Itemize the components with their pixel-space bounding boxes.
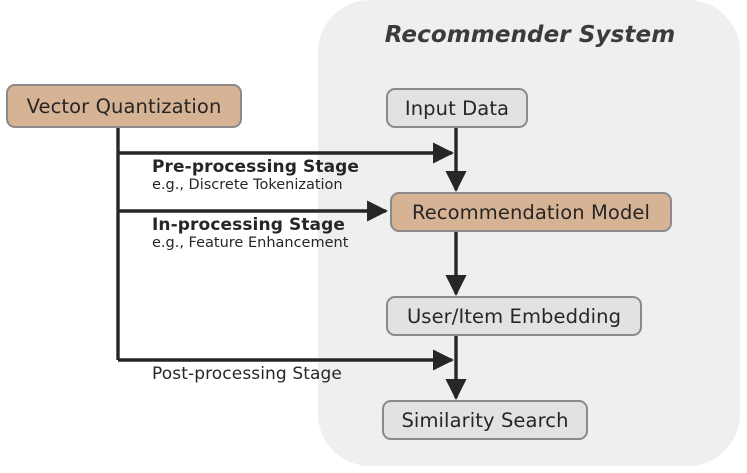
panel-title: Recommender System <box>384 22 676 48</box>
node-input-data[interactable]: Input Data <box>386 88 528 128</box>
edge-label-pre-processing-secondary: e.g., Discrete Tokenization <box>152 177 343 194</box>
node-similarity-search[interactable]: Similarity Search <box>382 400 588 440</box>
edge-label-pre-processing-primary: Pre-processing Stage <box>152 157 360 177</box>
edge-label-in-processing: In-processing Stage e.g., Feature Enhanc… <box>152 215 348 252</box>
edge-label-pre-processing: Pre-processing Stage e.g., Discrete Toke… <box>152 157 359 194</box>
edge-label-post-processing-primary: Post-processing Stage <box>152 364 342 384</box>
node-user-item-embedding[interactable]: User/Item Embedding <box>386 296 642 336</box>
recommender-system-panel <box>318 0 740 466</box>
edge-label-in-processing-primary: In-processing Stage <box>152 215 346 235</box>
node-recommendation-model[interactable]: Recommendation Model <box>390 192 672 232</box>
edge-label-in-processing-secondary: e.g., Feature Enhancement <box>152 235 349 252</box>
node-vector-quantization[interactable]: Vector Quantization <box>6 84 242 128</box>
edge-label-post-processing: Post-processing Stage <box>152 364 342 384</box>
